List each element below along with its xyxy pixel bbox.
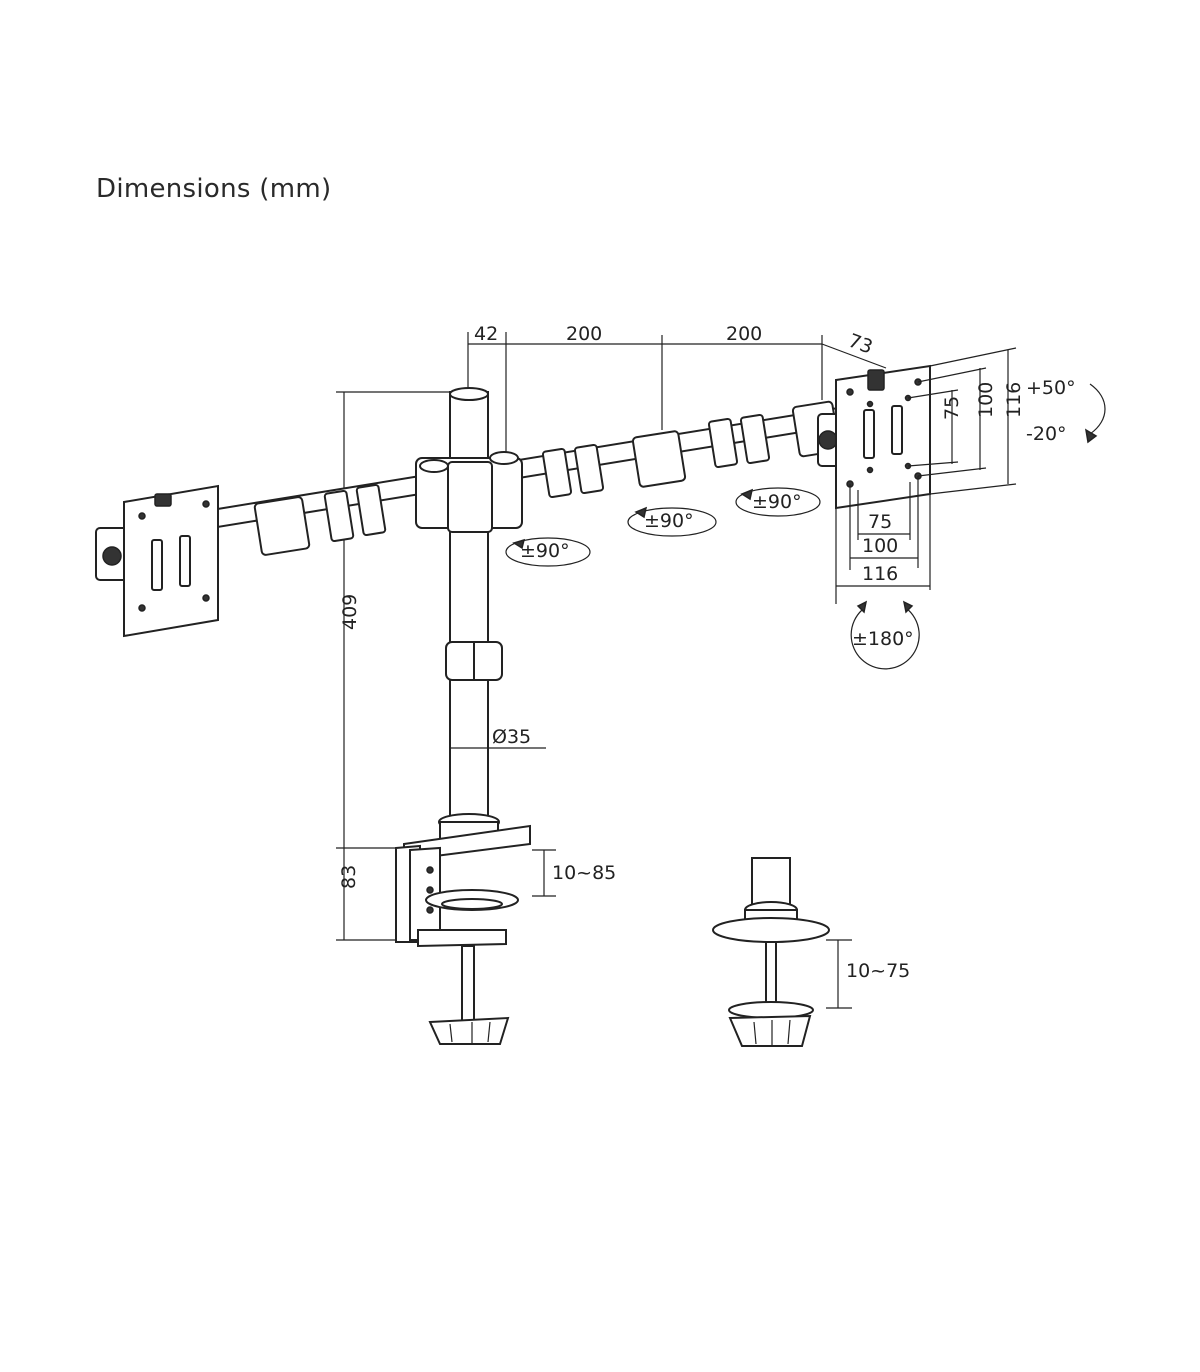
swivel-outer-label: ±90° (752, 491, 802, 513)
rotate-label: ±180° (852, 628, 914, 650)
dim-42: 42 (474, 323, 498, 345)
dim-200-a: 200 (566, 323, 602, 345)
tilt-up-label: +50° (1026, 377, 1076, 399)
swivel-inner-label: ±90° (520, 540, 570, 562)
dim-83: 83 (338, 865, 360, 889)
clamp-range-label: 10~85 (552, 862, 616, 884)
grommet-mount: 10~75 (712, 857, 910, 1047)
pole: Ø35 (415, 387, 546, 823)
vesa-vertical-dimensions: 75 100 116 (907, 347, 1025, 495)
dim-vesa-v100: 100 (975, 382, 997, 418)
height-dimensions: 409 83 (336, 391, 466, 941)
rotation-indicators: +50° -20° ±90° ±90° ±90° ±180° (505, 377, 1106, 670)
dim-vesa-v75: 75 (941, 396, 963, 420)
dim-200-b: 200 (726, 323, 762, 345)
dim-vesa-h100: 100 (862, 535, 898, 557)
tilt-down-label: -20° (1026, 423, 1067, 445)
desk-clamp: 10~85 (395, 813, 616, 1045)
dim-vesa-h75: 75 (868, 511, 892, 533)
dim-vesa-v116: 116 (1003, 382, 1025, 418)
dim-409: 409 (339, 594, 361, 630)
page-title: Dimensions (mm) (96, 174, 332, 204)
vesa-horizontal-dimensions: 75 100 116 (835, 476, 931, 604)
vesa-plate-left (95, 484, 219, 638)
top-dimensions: 42 200 200 73 (467, 323, 887, 455)
vesa-plate-right (817, 364, 931, 510)
dim-pole-diameter: Ø35 (492, 726, 531, 748)
grommet-range-label: 10~75 (846, 960, 910, 982)
dim-vesa-h116: 116 (862, 563, 898, 585)
swivel-mid-label: ±90° (644, 510, 694, 532)
